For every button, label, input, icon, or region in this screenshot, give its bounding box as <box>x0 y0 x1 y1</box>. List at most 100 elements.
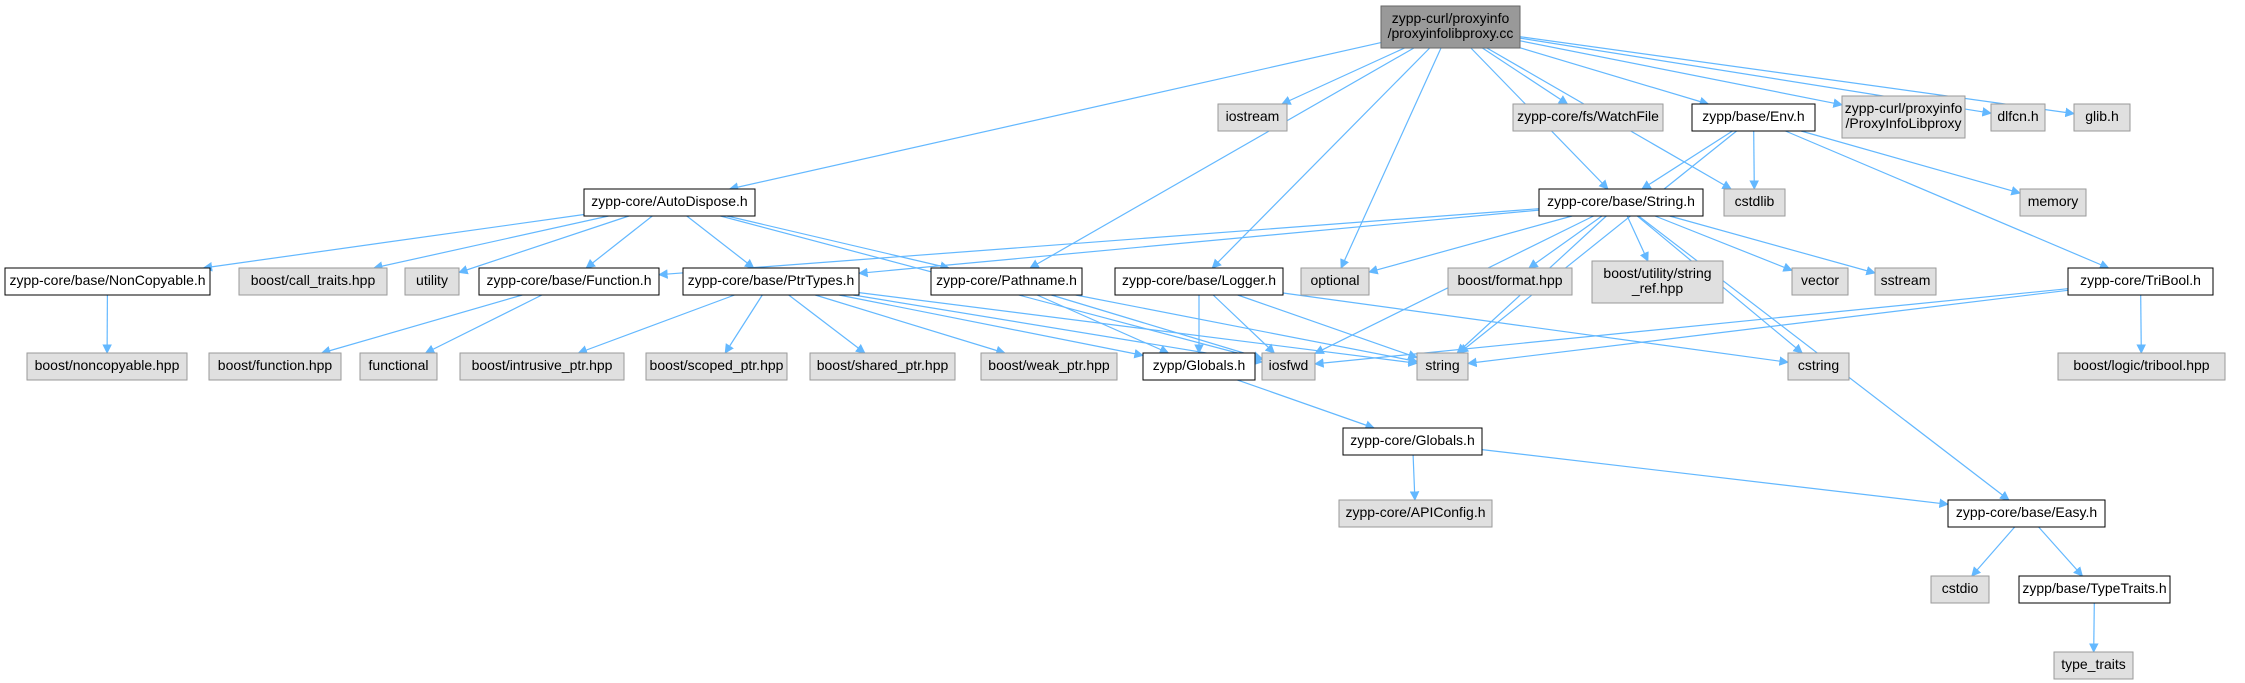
node-ptrtypes[interactable]: zypp-core/base/PtrTypes.h <box>682 267 860 296</box>
node-tribool_hpp: boost/logic/tribool.hpp <box>2057 352 2226 381</box>
node-string_std: string <box>1416 352 1469 381</box>
node-noncopyable[interactable]: zypp-core/base/NonCopyable.h <box>4 267 211 296</box>
edge-ptrtypes-to-weak_ptr <box>815 294 1006 356</box>
node-typetraits[interactable]: zypp/base/TypeTraits.h <box>2018 575 2171 604</box>
node-utility: utility <box>404 267 460 296</box>
node-label: boost/intrusive_ptr.hpp <box>472 357 613 373</box>
node-core_globals[interactable]: zypp-core/Globals.h <box>1342 427 1483 456</box>
edge-easy-to-typetraits <box>2038 526 2084 577</box>
node-label: dlfcn.h <box>1997 108 2038 124</box>
edge-root-to-glib <box>1519 36 2075 118</box>
node-zypp_globals[interactable]: zypp/Globals.h <box>1142 352 1256 381</box>
node-label: zypp-curl/proxyinfo <box>1392 10 1510 26</box>
edge-ptrtypes-to-iosfwd <box>853 294 1263 366</box>
node-label: zypp-core/AutoDispose.h <box>591 193 747 209</box>
node-label: boost/function.hpp <box>218 357 333 373</box>
node-box <box>1342 427 1483 456</box>
node-weak_ptr: boost/weak_ptr.hpp <box>980 352 1118 381</box>
edge-function_h-to-functional <box>424 294 543 354</box>
node-glib: glib.h <box>2073 103 2131 132</box>
node-label: utility <box>416 272 448 288</box>
node-label: zypp-core/TriBool.h <box>2080 272 2201 288</box>
node-box <box>1338 499 1493 528</box>
node-autodispose[interactable]: zypp-core/AutoDispose.h <box>583 188 756 217</box>
edge-env-to-memory <box>1800 130 2021 196</box>
node-box <box>2053 651 2134 680</box>
edge-tribool_h-to-string_std <box>1467 289 2069 368</box>
edge-pathname-to-zypp_globals <box>1036 294 1170 354</box>
node-label: zypp-core/base/String.h <box>1547 193 1695 209</box>
node-sstream: sstream <box>1874 267 1937 296</box>
node-iosfwd: iosfwd <box>1261 352 1316 381</box>
edge-tribool_h-to-iosfwd <box>1314 288 2069 368</box>
node-box <box>208 352 342 381</box>
edge-root-to-autodispose <box>728 42 1382 192</box>
node-intrusive_ptr: boost/intrusive_ptr.hpp <box>459 352 625 381</box>
edge-autodispose-to-utility <box>458 215 630 275</box>
node-box <box>682 267 860 296</box>
node-box <box>809 352 956 381</box>
node-label: boost/noncopyable.hpp <box>35 357 180 373</box>
node-box <box>930 267 1083 296</box>
node-label: sstream <box>1881 272 1931 288</box>
edge-easy-to-cstdio <box>1971 526 2016 577</box>
node-tribool_h[interactable]: zypp-core/TriBool.h <box>2067 267 2214 296</box>
edge-autodispose-to-function_h <box>585 215 653 269</box>
node-box <box>1416 352 1469 381</box>
node-memory: memory <box>2019 188 2087 217</box>
node-box <box>359 352 438 381</box>
node-box <box>1591 260 1724 304</box>
edge-string_h-to-sstream <box>1669 215 1876 276</box>
node-label: /ProxyInfoLibproxy <box>1846 115 1962 131</box>
node-logger[interactable]: zypp-core/base/Logger.h <box>1114 267 1284 296</box>
node-box <box>404 267 460 296</box>
node-box <box>1261 352 1316 381</box>
node-label: _ref.hpp <box>1631 280 1684 296</box>
edge-root-to-pathname <box>1029 47 1415 269</box>
node-watchfile: zypp-core/fs/WatchFile <box>1512 103 1664 132</box>
node-noncopyable_hpp: boost/noncopyable.hpp <box>26 352 188 381</box>
node-layer: zypp-curl/proxyinfo/proxyinfolibproxy.cc… <box>4 5 2226 680</box>
node-box <box>1841 95 1966 139</box>
edge-env-to-string_h <box>1641 130 1733 190</box>
node-function_h[interactable]: zypp-core/base/Function.h <box>478 267 660 296</box>
node-box <box>2057 352 2226 381</box>
edge-autodispose-to-ptrtypes <box>686 215 755 269</box>
node-cstdlib: cstdlib <box>1723 188 1786 217</box>
node-box <box>1990 103 2046 132</box>
node-env[interactable]: zypp/base/Env.h <box>1691 103 1816 132</box>
node-label: boost/call_traits.hpp <box>251 272 376 288</box>
edge-string_h-to-ptrtypes <box>858 209 1540 278</box>
edge-typetraits-to-type_traits <box>2089 602 2099 653</box>
node-string_h[interactable]: zypp-core/base/String.h <box>1538 188 1704 217</box>
node-box <box>459 352 625 381</box>
edge-root-to-env <box>1519 47 1710 107</box>
node-label: zypp-core/Globals.h <box>1350 432 1475 448</box>
node-box <box>1142 352 1256 381</box>
node-label: boost/scoped_ptr.hpp <box>650 357 784 373</box>
node-label: cstdio <box>1942 580 1979 596</box>
node-shared_ptr: boost/shared_ptr.hpp <box>809 352 956 381</box>
node-easy[interactable]: zypp-core/base/Easy.h <box>1947 499 2106 528</box>
edge-env-to-tribool_h <box>1785 130 2110 270</box>
node-box <box>2067 267 2214 296</box>
node-function_hpp: boost/function.hpp <box>208 352 342 381</box>
edge-zypp_globals-to-core_globals <box>1237 379 1376 430</box>
node-root: zypp-curl/proxyinfo/proxyinfolibproxy.cc <box>1380 5 1521 49</box>
node-box <box>2073 103 2131 132</box>
node-box <box>1300 267 1370 296</box>
node-label: zypp/base/TypeTraits.h <box>2022 580 2166 596</box>
node-label: iosfwd <box>1269 357 1309 373</box>
node-cstring: cstring <box>1787 352 1850 381</box>
node-label: type_traits <box>2061 656 2126 672</box>
node-box <box>1512 103 1664 132</box>
edge-logger-to-string_std <box>1237 294 1418 360</box>
node-box <box>1874 267 1937 296</box>
edge-string_h-to-vector <box>1654 215 1793 272</box>
node-pathname[interactable]: zypp-core/Pathname.h <box>930 267 1083 296</box>
node-box <box>645 352 788 381</box>
node-label: cstring <box>1798 357 1839 373</box>
node-label: cstdlib <box>1735 193 1775 209</box>
node-scoped_ptr: boost/scoped_ptr.hpp <box>645 352 788 381</box>
